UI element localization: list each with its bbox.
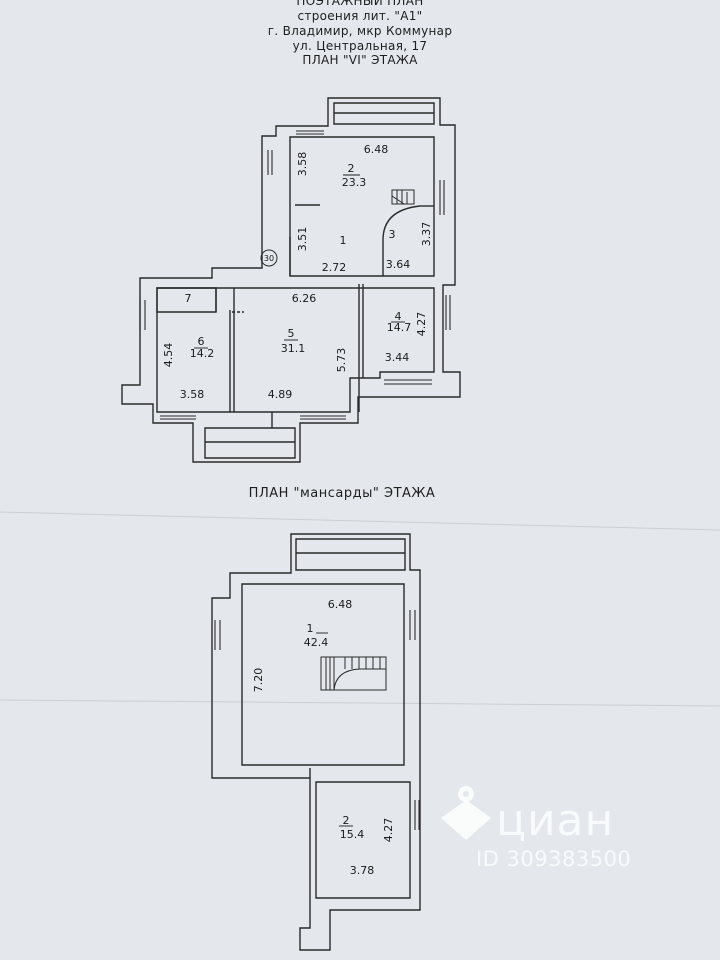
attic-balcony-top	[295, 538, 406, 571]
room2-depth: 3.58	[296, 152, 309, 177]
header-floor-title: ПЛАН "VI" ЭТАЖА	[302, 53, 418, 67]
attic-room1-area: 42.4	[304, 636, 329, 649]
stairs-attic	[320, 656, 387, 691]
balcony-top	[333, 102, 435, 125]
room1-number: 1	[340, 234, 347, 247]
header-line-3: г. Владимир, мкр Коммунар	[267, 24, 453, 38]
balcony-bottom	[204, 427, 296, 459]
room3-width: 3.64	[386, 258, 411, 271]
attic-room2-number: 2	[343, 814, 350, 827]
room6-depth: 4.54	[162, 343, 175, 368]
room5-depth: 5.73	[335, 348, 348, 373]
header-line-2: строения лит. "А1"	[297, 9, 423, 23]
attic-labels: 6.48 1 42.4 7.20 2 15.4 4.27 3.78	[252, 598, 395, 877]
attic-room2-inner	[315, 781, 411, 899]
floor6-inner-upper	[289, 136, 435, 277]
room6-area: 14.2	[190, 347, 215, 360]
marker-30: 30	[260, 249, 278, 267]
floor6-inner-lower	[156, 287, 435, 413]
attic-room1-inner	[241, 583, 405, 766]
watermark-logo	[441, 786, 491, 840]
attic-plan-title: ПЛАН "мансарды" ЭТАЖА	[248, 486, 436, 501]
room6-width: 3.58	[180, 388, 205, 401]
attic-plan	[211, 533, 421, 951]
paper-ruling	[0, 511, 720, 707]
room3-number: 3	[389, 228, 396, 241]
room5-number: 5	[288, 327, 295, 340]
attic-room1-width: 6.48	[328, 598, 353, 611]
stairs-floor6	[391, 189, 415, 205]
room2-number: 2	[348, 162, 355, 175]
floor6-outer-wall	[121, 97, 461, 463]
room2-width: 6.48	[364, 143, 389, 156]
room4-width: 3.44	[385, 351, 410, 364]
room1-depth: 3.51	[296, 227, 309, 252]
room4-number: 4	[395, 310, 402, 323]
attic-room1-depth: 7.20	[252, 668, 265, 693]
attic-room1-number: 1	[307, 622, 314, 635]
room6-number: 6	[198, 335, 205, 348]
room4-area: 14.7	[387, 321, 412, 334]
attic-room2-depth: 4.27	[382, 818, 395, 843]
room5-width-bottom: 4.89	[268, 388, 293, 401]
room3-depth: 3.37	[420, 222, 433, 247]
room7-number: 7	[185, 292, 192, 305]
marker-label: 30	[264, 254, 274, 263]
floor6-labels: 6.48 3.58 2 23.3 1 3.51 2.72 3 3.37 3.64…	[162, 143, 433, 401]
room1-width: 2.72	[322, 261, 347, 274]
attic-outer-wall	[211, 533, 421, 951]
room3-curved-wall	[382, 205, 421, 276]
header-line-4: ул. Центральная, 17	[292, 39, 428, 53]
attic-room2-width: 3.78	[350, 864, 375, 877]
room4-depth: 4.27	[415, 312, 428, 337]
header-line-1: ПОЭТАЖНЫЙ ПЛАН	[296, 0, 424, 8]
room5-area: 31.1	[281, 342, 306, 355]
location-pin-icon	[441, 786, 491, 840]
floor6-plan	[121, 97, 461, 463]
watermark-brand: циан	[496, 795, 615, 846]
room2-area: 23.3	[342, 176, 367, 189]
attic-room2-area: 15.4	[340, 828, 365, 841]
watermark-id: ID 309383500	[476, 847, 632, 871]
room5-width-top: 6.26	[292, 292, 317, 305]
